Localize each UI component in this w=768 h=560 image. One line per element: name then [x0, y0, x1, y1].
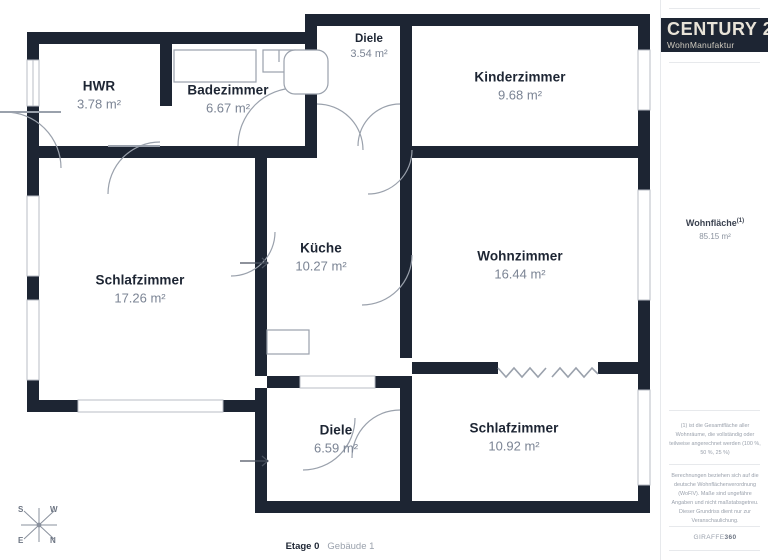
compass-rose: S W E N	[10, 500, 68, 550]
panel-divider-top	[669, 8, 760, 9]
floorplan-footer: Etage 0 Gebäude 1	[0, 532, 660, 560]
floor-label: Etage 0	[285, 540, 320, 552]
kitchen-fixtures	[266, 329, 310, 355]
panel-divider-above-notes	[669, 410, 760, 411]
living-area-title: Wohnfläche	[685, 218, 737, 228]
floorplan-drawing	[0, 14, 651, 513]
compass-north: N	[50, 536, 56, 545]
info-side-panel: CENTURY 21 WohnManufaktur Wohnfläche(1) …	[660, 0, 768, 560]
provider-logo: GIRAFFE360	[661, 534, 768, 541]
brand-tagline: WohnManufaktur	[667, 40, 735, 50]
brand-name: CENTURY 21	[667, 19, 768, 39]
doors	[0, 87, 413, 471]
panel-divider-under-brand	[669, 62, 760, 63]
living-area-value: 85.15 m²	[699, 232, 731, 241]
footnote-disclaimer: Berechnungen beziehen sich auf die deuts…	[671, 473, 759, 524]
zigzag-partition	[497, 366, 599, 379]
living-area-title-wrap: Wohnfläche(1)	[661, 218, 768, 228]
bathroom-fixtures	[173, 49, 329, 95]
bathtub-icon	[173, 49, 257, 83]
living-area-summary: Wohnfläche(1) 85.15 m²	[661, 218, 768, 241]
wall-structure	[27, 14, 650, 513]
brand-logo: CENTURY 21 WohnManufaktur	[661, 18, 768, 52]
windows	[26, 49, 651, 486]
compass-west: W	[50, 505, 58, 514]
building-label: Gebäude 1	[327, 540, 375, 552]
provider-name: GIRAFFE	[693, 534, 725, 541]
compass-east: E	[18, 536, 24, 545]
panel-divider-between-notes	[669, 464, 760, 465]
panel-divider-bottom	[669, 550, 760, 551]
compass-south: S	[18, 505, 24, 514]
provider-suffix: 360	[724, 534, 737, 541]
toilet-icon	[283, 49, 329, 95]
panel-divider-above-provider	[669, 526, 760, 527]
living-area-footnote-marker: (1)	[736, 218, 745, 224]
door-direction-arrows	[240, 257, 269, 467]
footnote-living-area: (1) ist die Gesamtfläche aller Wohnräume…	[669, 423, 761, 456]
compass-icon	[21, 508, 57, 542]
